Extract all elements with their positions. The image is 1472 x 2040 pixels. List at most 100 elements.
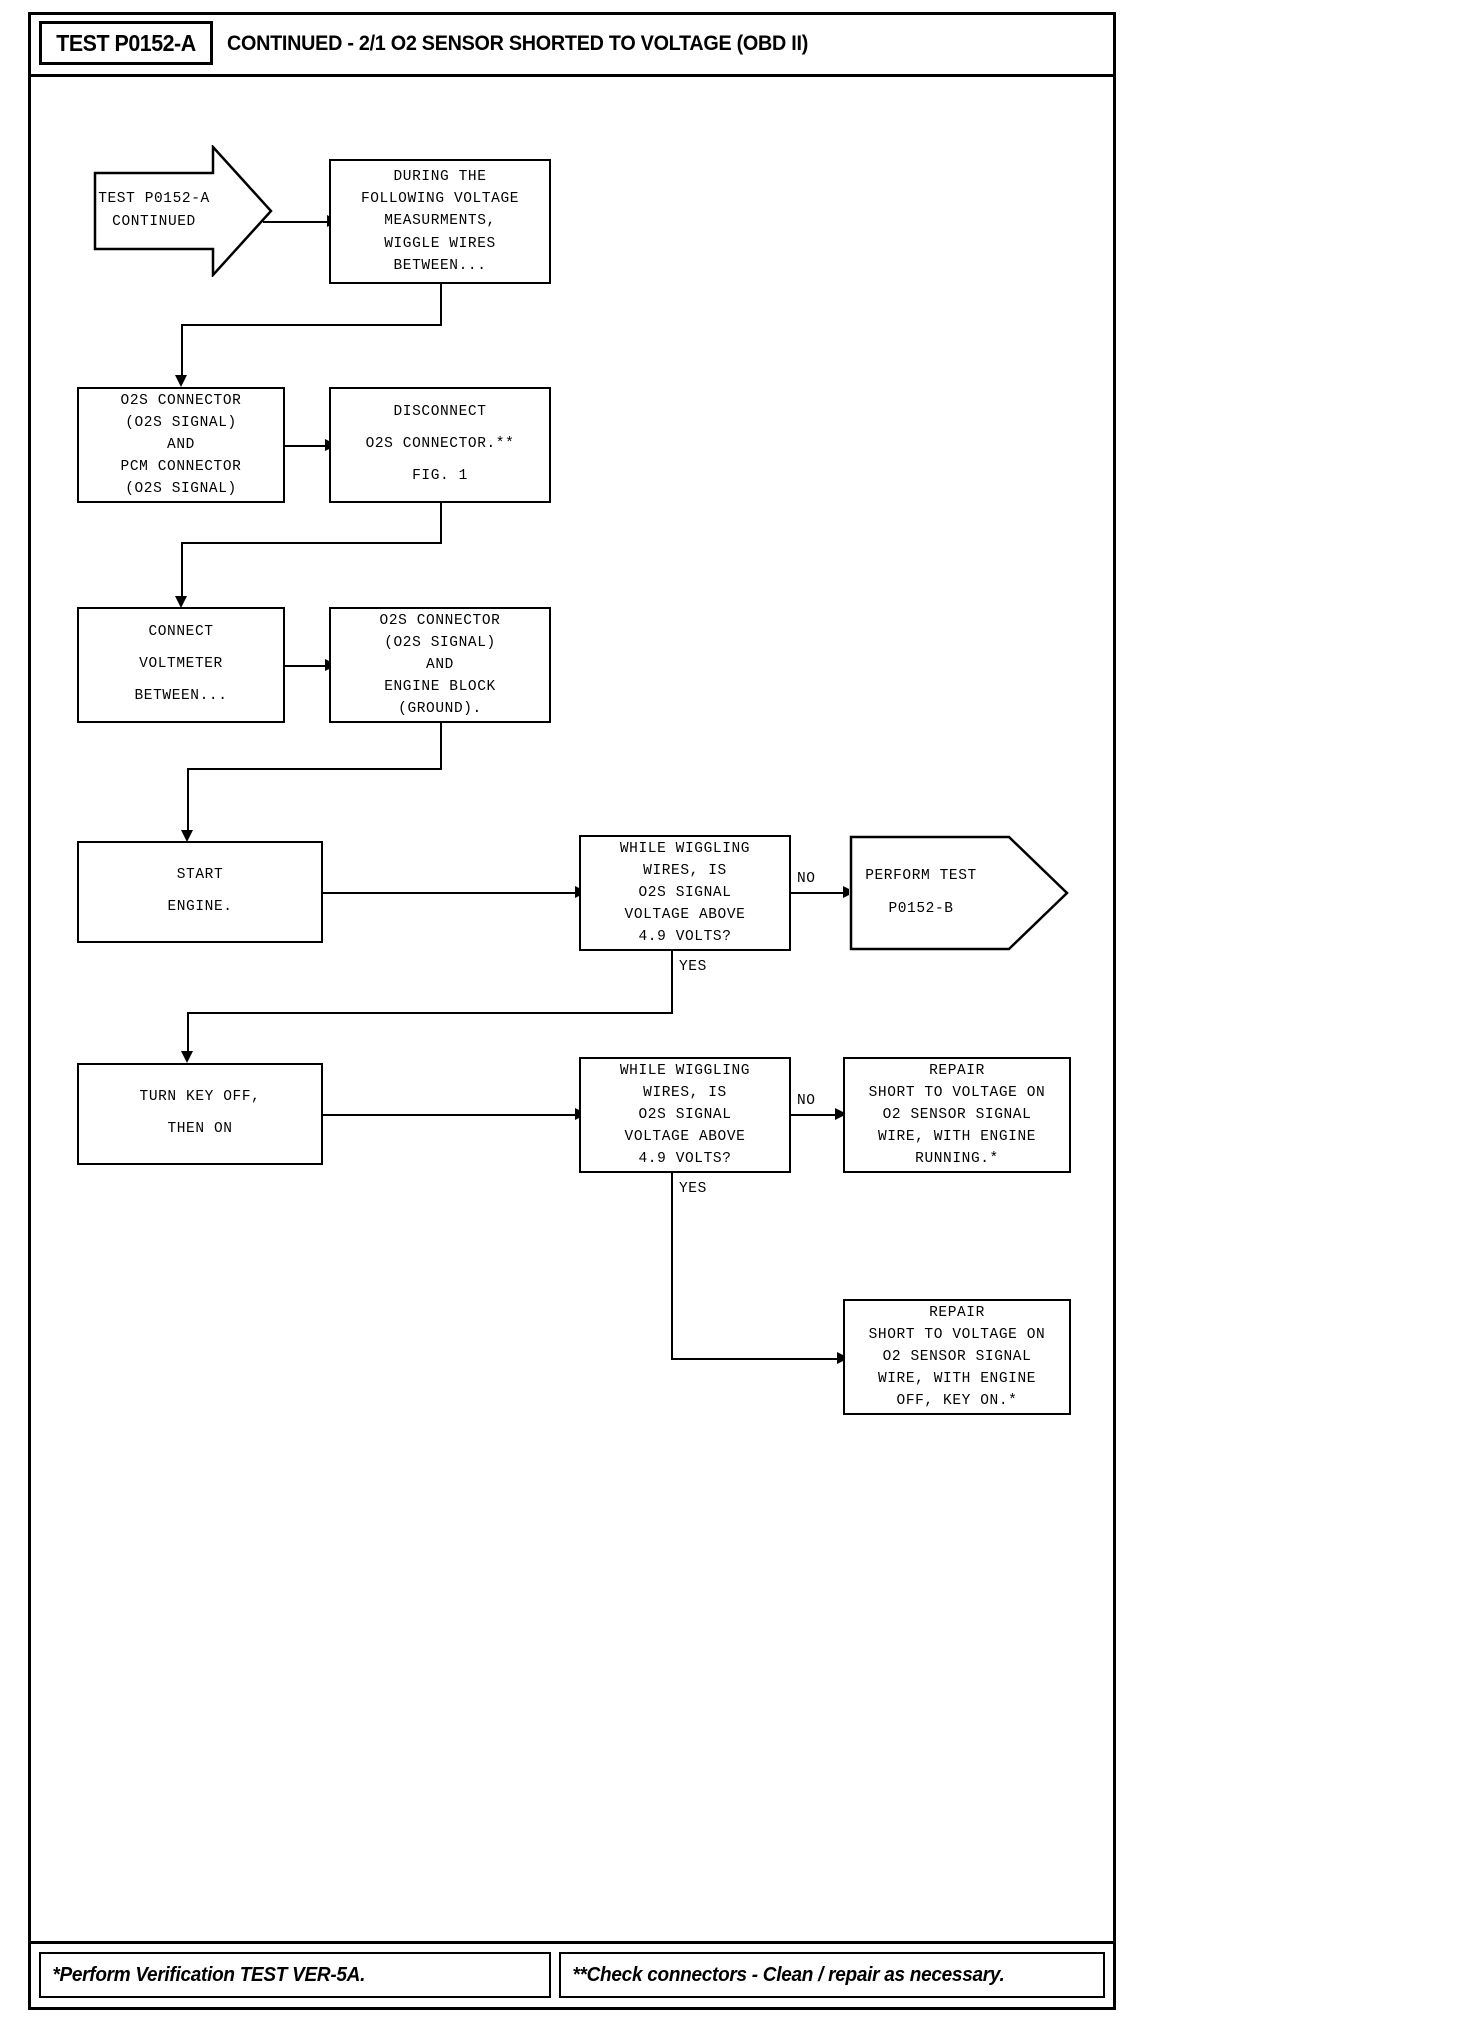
- edge-decision1-no: [791, 892, 847, 894]
- node-decision-key-on-line-3: O2S SIGNAL: [638, 1106, 732, 1123]
- node-start-line-2: CONTINUED: [112, 214, 196, 230]
- edge-wiggle-down-2: [181, 324, 183, 377]
- edge-decision1-yes-down: [671, 951, 673, 1013]
- node-disconnect: DISCONNECT O2S CONNECTOR.** FIG. 1: [329, 387, 551, 503]
- node-repair-key-on: REPAIR SHORT TO VOLTAGE ON O2 SENSOR SIG…: [843, 1299, 1071, 1415]
- page-footer: *Perform Verification TEST VER-5A. **Che…: [31, 1941, 1113, 2007]
- edge-wiggle-left-1: [181, 324, 442, 326]
- edge-decision2-yes-down: [671, 1173, 673, 1359]
- node-connect-voltmeter: CONNECT VOLTMETER BETWEEN...: [77, 607, 285, 723]
- test-id-label: TEST P0152-A: [56, 29, 196, 56]
- edge-decision2-no: [791, 1114, 839, 1116]
- node-repair-engine-running-line-3: O2 SENSOR SIGNAL: [882, 1106, 1032, 1123]
- node-ground-points-line-3: AND: [426, 656, 454, 673]
- diagram-page: TEST P0152-A CONTINUED - 2/1 O2 SENSOR S…: [28, 12, 1116, 2010]
- node-start-engine: START ENGINE.: [77, 841, 323, 943]
- edge-label-no-1: NO: [797, 871, 816, 887]
- node-connectors-list-line-4: PCM CONNECTOR: [120, 459, 242, 476]
- node-turn-key: TURN KEY OFF, THEN ON: [77, 1063, 323, 1165]
- node-ground-points-line-1: O2S CONNECTOR: [379, 612, 501, 629]
- footer-left-cell: *Perform Verification TEST VER-5A.: [39, 1952, 551, 1998]
- page-header: TEST P0152-A CONTINUED - 2/1 O2 SENSOR S…: [31, 15, 1113, 77]
- node-decision-engine-running: WHILE WIGGLING WIRES, IS O2S SIGNAL VOLT…: [579, 835, 791, 951]
- node-start-line-1: TEST P0152-A: [98, 190, 210, 207]
- edge-connectors-to-disconnect: [285, 445, 329, 447]
- node-start: TEST P0152-A CONTINUED: [93, 145, 273, 277]
- node-wiggle-intro-line-2: FOLLOWING VOLTAGE: [360, 191, 520, 208]
- edge-label-no-2: NO: [797, 1093, 816, 1109]
- edge-label-yes-2: YES: [679, 1181, 707, 1197]
- arrowhead-decision1-yes: [181, 1051, 193, 1063]
- edge-ground-down-2: [187, 768, 189, 832]
- node-disconnect-line-2: O2S CONNECTOR.**: [365, 436, 515, 453]
- node-decision-key-on-line-1: WHILE WIGGLING: [619, 1062, 751, 1079]
- node-wiggle-intro-line-5: BETWEEN...: [393, 257, 487, 274]
- edge-disconnect-left: [181, 542, 442, 544]
- node-turn-key-line-2: THEN ON: [167, 1121, 233, 1137]
- edge-disconnect-down-2: [181, 542, 183, 598]
- node-repair-engine-running-line-1: REPAIR: [929, 1062, 985, 1079]
- node-decision-engine-running-line-3: O2S SIGNAL: [638, 884, 732, 901]
- node-repair-key-on-line-5: OFF, KEY ON.*: [896, 1393, 1018, 1410]
- page-title: CONTINUED - 2/1 O2 SENSOR SHORTED TO VOL…: [227, 30, 809, 55]
- edge-label-yes-1: YES: [679, 959, 707, 975]
- node-decision-key-on-line-2: WIRES, IS: [643, 1084, 727, 1101]
- node-decision-engine-running-line-2: WIRES, IS: [643, 862, 727, 879]
- node-repair-key-on-line-2: SHORT TO VOLTAGE ON: [868, 1326, 1046, 1343]
- node-turn-key-line-1: TURN KEY OFF,: [139, 1089, 261, 1106]
- node-decision-engine-running-line-5: 4.9 VOLTS?: [638, 929, 732, 946]
- edge-ground-left: [187, 768, 442, 770]
- node-decision-key-on-line-5: 4.9 VOLTS?: [638, 1151, 732, 1168]
- edge-wiggle-down-1: [440, 284, 442, 325]
- node-disconnect-line-3: FIG. 1: [412, 467, 468, 484]
- footer-right-note: **Check connectors - Clean / repair as n…: [572, 1963, 1005, 1986]
- node-repair-engine-running-line-4: WIRE, WITH ENGINE: [877, 1129, 1037, 1146]
- node-wiggle-intro-line-1: DURING THE: [393, 169, 487, 186]
- test-id-cell: TEST P0152-A: [39, 21, 213, 65]
- node-decision-key-on: WHILE WIGGLING WIRES, IS O2S SIGNAL VOLT…: [579, 1057, 791, 1173]
- node-repair-key-on-line-3: O2 SENSOR SIGNAL: [882, 1348, 1032, 1365]
- edge-voltmeter-to-ground: [285, 665, 329, 667]
- edge-disconnect-down-1: [440, 503, 442, 543]
- node-repair-key-on-line-4: WIRE, WITH ENGINE: [877, 1371, 1037, 1388]
- arrowhead-disconnect-to-voltmeter: [175, 596, 187, 608]
- footer-right-cell: **Check connectors - Clean / repair as n…: [559, 1952, 1105, 1998]
- node-wiggle-intro: DURING THE FOLLOWING VOLTAGE MEASURMENTS…: [329, 159, 551, 284]
- node-repair-engine-running-line-5: RUNNING.*: [915, 1151, 999, 1168]
- node-connectors-list-line-2: (O2S SIGNAL): [125, 414, 237, 431]
- node-decision-key-on-line-4: VOLTAGE ABOVE: [624, 1129, 746, 1146]
- edge-start-engine-to-decision: [323, 892, 579, 894]
- flowchart-canvas: TEST P0152-A CONTINUED DURING THE FOLLOW…: [31, 77, 1113, 1947]
- node-ground-points: O2S CONNECTOR (O2S SIGNAL) AND ENGINE BL…: [329, 607, 551, 723]
- edge-ground-down-1: [440, 723, 442, 769]
- node-ground-points-line-4: ENGINE BLOCK: [384, 679, 496, 696]
- node-disconnect-line-1: DISCONNECT: [393, 404, 487, 421]
- arrowhead-ground-to-start-engine: [181, 830, 193, 842]
- node-perform-test-b: PERFORM TEST P0152-B: [849, 835, 1069, 951]
- node-decision-engine-running-line-1: WHILE WIGGLING: [619, 840, 751, 857]
- edge-decision2-yes-right: [671, 1358, 843, 1360]
- node-connectors-list: O2S CONNECTOR (O2S SIGNAL) AND PCM CONNE…: [77, 387, 285, 503]
- node-start-engine-line-1: START: [176, 867, 224, 884]
- node-connectors-list-line-1: O2S CONNECTOR: [120, 392, 242, 409]
- node-connectors-list-line-3: AND: [167, 436, 195, 453]
- node-repair-engine-running: REPAIR SHORT TO VOLTAGE ON O2 SENSOR SIG…: [843, 1057, 1071, 1173]
- edge-decision1-yes-down2: [187, 1012, 189, 1053]
- arrowhead-wiggle-to-connectors: [175, 375, 187, 387]
- node-connect-voltmeter-line-3: BETWEEN...: [134, 687, 228, 704]
- node-wiggle-intro-line-3: MEASURMENTS,: [384, 213, 496, 230]
- node-connectors-list-line-5: (O2S SIGNAL): [125, 481, 237, 498]
- edge-start-to-wiggle: [263, 221, 329, 223]
- edge-decision1-yes-left: [187, 1012, 673, 1014]
- node-ground-points-line-5: (GROUND).: [398, 701, 482, 718]
- header-title-cell: CONTINUED - 2/1 O2 SENSOR SHORTED TO VOL…: [227, 21, 859, 65]
- node-start-engine-line-2: ENGINE.: [167, 899, 233, 915]
- footer-left-note: *Perform Verification TEST VER-5A.: [52, 1963, 366, 1986]
- node-ground-points-line-2: (O2S SIGNAL): [384, 634, 496, 651]
- node-repair-engine-running-line-2: SHORT TO VOLTAGE ON: [868, 1084, 1046, 1101]
- node-connect-voltmeter-line-2: VOLTMETER: [139, 656, 223, 673]
- node-perform-test-b-line-1: PERFORM TEST: [865, 867, 977, 884]
- edge-turn-key-to-decision2: [323, 1114, 579, 1116]
- node-decision-engine-running-line-4: VOLTAGE ABOVE: [624, 907, 746, 924]
- node-perform-test-b-line-2: P0152-B: [888, 901, 954, 917]
